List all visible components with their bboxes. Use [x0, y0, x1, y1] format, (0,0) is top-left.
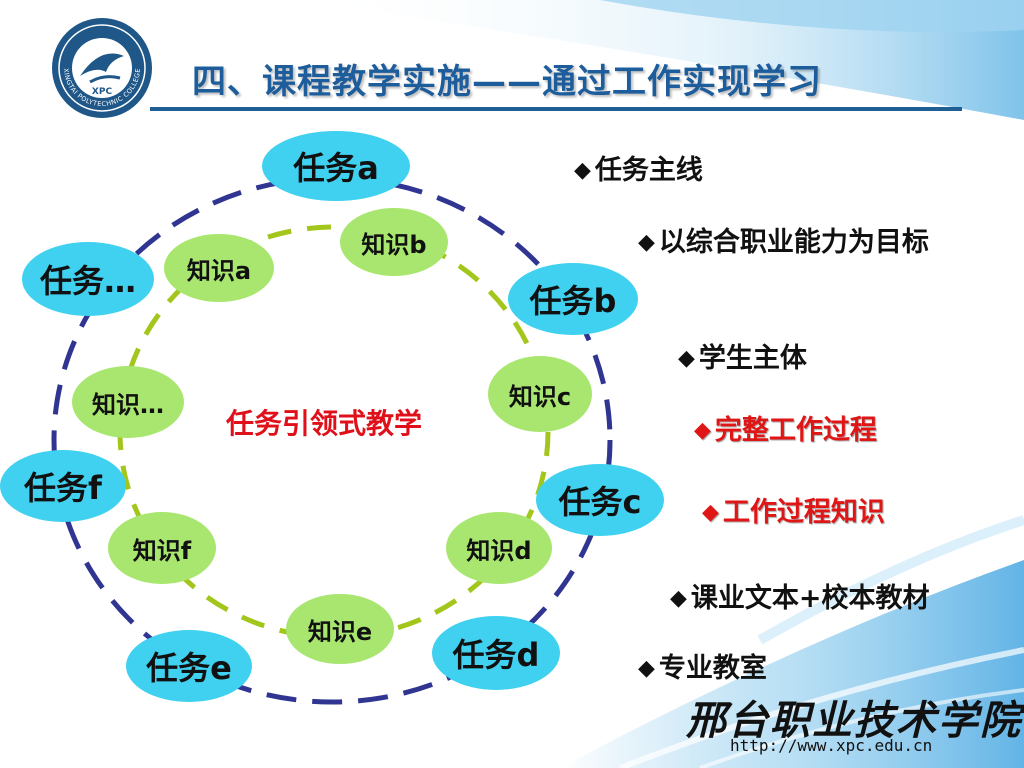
bullet-task-mainline: ◆ 任务主线	[574, 150, 703, 192]
bullet-text: 工作过程知识	[722, 497, 885, 528]
task-node-c: 任务c	[536, 464, 664, 536]
college-website-link[interactable]: http://www.xpc.edu.cn	[730, 736, 933, 755]
diamond-bullet-icon: ◆	[638, 230, 655, 255]
bullet-work-process-knowledge: ◆ 工作过程知识	[702, 492, 885, 534]
task-node-a: 任务a	[262, 131, 410, 201]
bullet-ability-goal: ◆ 以综合职业能力为目标	[638, 222, 948, 264]
task-node-more: 任务…	[22, 242, 154, 316]
bullet-text: 完整工作过程	[714, 415, 877, 446]
diamond-bullet-icon: ◆	[574, 158, 591, 183]
knowledge-node-c: 知识c	[488, 356, 592, 432]
task-node-d: 任务d	[432, 616, 560, 690]
college-logo: XPC XINGTAI POLYTECHNIC COLLEGE	[52, 18, 152, 118]
bullet-student-centered: ◆ 学生主体	[678, 338, 807, 380]
knowledge-node-more: 知识…	[72, 366, 184, 438]
slide-title: 四、课程教学实施——通过工作实现学习	[192, 62, 822, 102]
bullet-professional-classroom: ◆ 专业教室	[638, 648, 767, 690]
bullet-complete-work-process: ◆ 完整工作过程	[694, 410, 877, 452]
center-label: 任务引领式教学	[226, 407, 423, 440]
bullet-text: 学生主体	[698, 343, 807, 374]
bullet-text: 专业教室	[658, 653, 767, 684]
bullet-text: 课业文本+校本教材	[690, 583, 930, 614]
diamond-bullet-icon: ◆	[638, 656, 655, 681]
diamond-bullet-icon: ◆	[678, 346, 695, 371]
diamond-bullet-icon: ◆	[702, 500, 719, 525]
bullet-text: 任务主线	[594, 155, 703, 186]
knowledge-node-b: 知识b	[340, 208, 448, 276]
knowledge-node-d: 知识d	[446, 512, 552, 584]
knowledge-node-a: 知识a	[164, 234, 274, 302]
college-name-calligraphy: 邢台职业技术学院	[686, 697, 1022, 744]
task-node-f: 任务f	[0, 450, 126, 522]
diamond-bullet-icon: ◆	[694, 418, 711, 443]
bullet-text: 以综合职业能力为目标	[658, 227, 929, 258]
knowledge-node-f: 知识f	[108, 512, 216, 584]
diamond-bullet-icon: ◆	[670, 586, 687, 611]
task-node-b: 任务b	[508, 263, 638, 335]
logo-initials: XPC	[92, 87, 113, 97]
outer-task-ring	[51, 175, 613, 705]
bullet-coursework-textbook: ◆ 课业文本+校本教材	[670, 578, 930, 620]
knowledge-node-e: 知识e	[286, 594, 394, 664]
task-node-e: 任务e	[126, 630, 252, 702]
title-underline	[150, 107, 962, 111]
